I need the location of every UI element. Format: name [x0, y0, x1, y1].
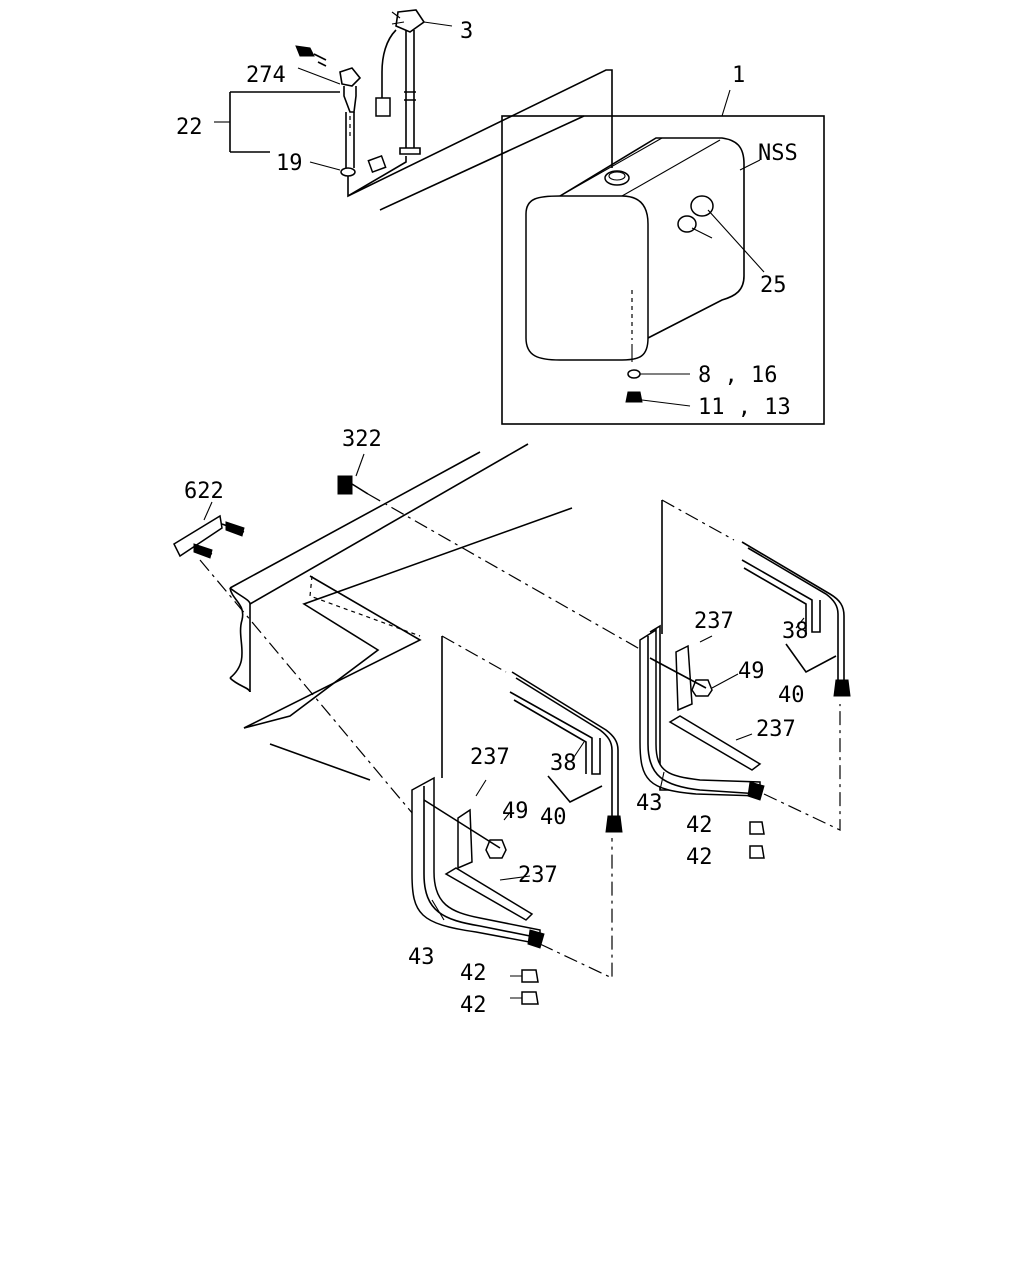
fuel-gauge-unit-part-3 [375, 9, 426, 155]
label-front-237-lower: 237 [756, 717, 796, 742]
front-pad-part-237-upper [675, 644, 693, 712]
label-274: 274 [246, 63, 286, 88]
label-8-16: 8 , 16 [698, 363, 777, 388]
front-bracket-part-43 [639, 628, 765, 801]
label-nss: NSS [758, 141, 798, 166]
rear-pad-part-237-upper [457, 808, 473, 870]
label-rear-42a: 42 [460, 961, 487, 986]
label-rear-49: 49 [502, 799, 529, 824]
label-front-40: 40 [778, 683, 805, 708]
guide-line-filler [347, 69, 613, 197]
label-25: 25 [760, 273, 787, 298]
label-322: 322 [342, 427, 382, 452]
leader-nss [739, 159, 761, 171]
bolt-part-322 [337, 453, 369, 495]
label-3: 3 [460, 19, 473, 44]
label-22: 22 [176, 115, 203, 140]
callout-labels: 3 1 274 22 19 NSS 25 8 , 16 11 , 13 322 … [176, 19, 809, 1018]
leader-11-13 [641, 399, 691, 407]
rear-strap-guide [441, 635, 507, 673]
callout-bracket-22 [229, 91, 340, 153]
leader-622 [203, 501, 213, 521]
leader-25 [691, 209, 765, 273]
leader-3 [423, 21, 453, 27]
label-622: 622 [184, 479, 224, 504]
guide-dotted [309, 575, 421, 637]
front-nuts-part-42 [749, 821, 765, 859]
rear-nuts-part-42 [521, 969, 539, 1005]
guide-line-sender [379, 115, 585, 211]
leader-274 [297, 67, 341, 85]
guide-line-622 [199, 559, 419, 821]
label-rear-38: 38 [550, 751, 577, 776]
label-front-237-upper: 237 [694, 609, 734, 634]
guide-zigzag-upper [243, 507, 573, 729]
rear-pad-part-237-lower [444, 867, 534, 921]
label-rear-42b: 42 [460, 993, 487, 1018]
label-11-13: 11 , 13 [698, 395, 791, 420]
label-1: 1 [732, 63, 745, 88]
rear-nut-part-49 [485, 839, 507, 859]
rear-strap-assembly [441, 635, 623, 833]
bracket-plate-part-622 [173, 514, 245, 559]
front-guide-down [763, 704, 841, 831]
label-rear-237-lower: 237 [518, 863, 558, 888]
callout-bracket-40-front [785, 643, 837, 674]
fuel-tank-part-1 [525, 137, 745, 403]
frame-rail [229, 443, 529, 693]
callout-bracket-40-rear [547, 775, 603, 803]
rear-guide-down [539, 838, 613, 979]
label-front-42b: 42 [686, 845, 713, 870]
leader-1 [721, 89, 731, 117]
label-front-42a: 42 [686, 813, 713, 838]
tank-detail-frame [501, 115, 825, 425]
label-rear-237-upper: 237 [470, 745, 510, 770]
guide-zigzag-mid [243, 575, 422, 729]
rear-bolt-line [423, 799, 501, 849]
guide-line-322 [367, 493, 653, 657]
rear-leaders [431, 741, 585, 999]
front-strap-guide [661, 499, 735, 541]
front-pad-part-237-lower [668, 715, 762, 771]
label-front-49: 49 [738, 659, 765, 684]
label-front-43: 43 [636, 791, 663, 816]
guide-lower [269, 743, 371, 781]
front-strap-assembly [649, 499, 851, 791]
label-front-38: 38 [782, 619, 809, 644]
front-bolt-line [649, 657, 707, 689]
label-19: 19 [276, 151, 303, 176]
leader-19 [309, 161, 341, 171]
fuel-cap-part-22 [295, 45, 407, 198]
label-rear-40: 40 [540, 805, 567, 830]
label-rear-43: 43 [408, 945, 435, 970]
front-leaders [659, 617, 805, 791]
